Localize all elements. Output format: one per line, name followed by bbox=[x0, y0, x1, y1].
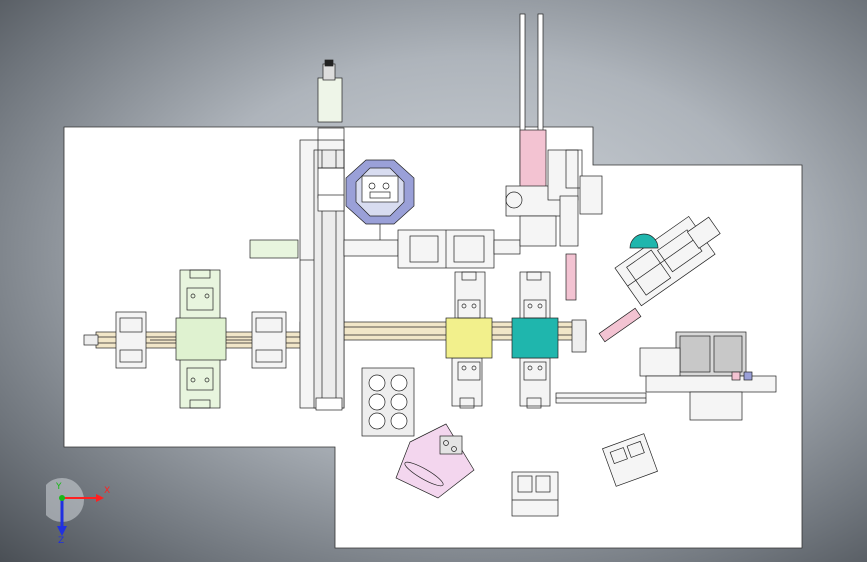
x-axis-label: X bbox=[104, 486, 111, 496]
yellow-processing-station[interactable] bbox=[445, 271, 493, 409]
lower-fixture-center[interactable] bbox=[511, 471, 559, 517]
octagon-vision-module[interactable] bbox=[345, 159, 415, 240]
z-axis-label: Z bbox=[58, 536, 65, 546]
triad-svg bbox=[40, 478, 104, 536]
angled-gripper[interactable] bbox=[614, 207, 728, 307]
coordinate-triad: X Y Z bbox=[40, 478, 116, 548]
rotary-disc[interactable] bbox=[395, 423, 475, 499]
left-cross-station[interactable] bbox=[150, 269, 252, 409]
pink-cylinder bbox=[598, 307, 642, 343]
green-sensor bbox=[629, 233, 659, 249]
vertical-gantry[interactable] bbox=[299, 59, 345, 411]
press-module[interactable] bbox=[639, 331, 777, 421]
six-cavity-tray[interactable] bbox=[361, 367, 415, 437]
upper-cross-beam[interactable] bbox=[343, 229, 521, 269]
side-bracket bbox=[249, 239, 299, 259]
y-axis-label: Y bbox=[56, 482, 62, 492]
feeder-arm[interactable] bbox=[555, 392, 647, 404]
lower-fixture-right[interactable] bbox=[602, 433, 658, 487]
cyan-processing-station[interactable] bbox=[511, 271, 559, 409]
vertical-lift-rods[interactable] bbox=[505, 13, 603, 301]
